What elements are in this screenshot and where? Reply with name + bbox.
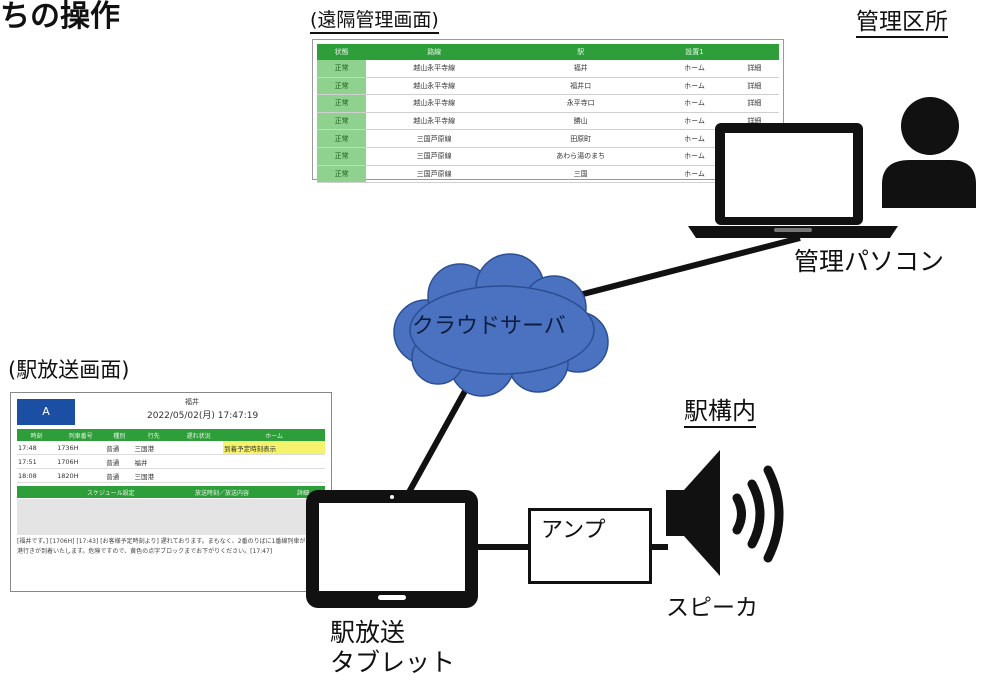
page-title-fragment: ちの操作 <box>0 0 120 34</box>
schedule-time: 17:48 <box>17 441 57 455</box>
table-row: 正常 越山永平寺線 勝山 ホーム 詳細 <box>317 112 779 131</box>
line-cell: 越山永平寺線 <box>366 60 503 78</box>
table-row: 正常 越山永平寺線 福井 ホーム 詳細 <box>317 60 779 78</box>
location-cell: ホーム <box>659 129 730 148</box>
broadcast-screen-label: (駅放送画面) <box>8 358 130 382</box>
tablet-icon <box>306 490 478 608</box>
management-pc-label: 管理パソコン <box>794 247 945 276</box>
subheader-content: 放送時刻／放送内容 <box>195 490 250 497</box>
schedule-highlight[interactable]: 到着予定時刻表示 <box>223 441 325 455</box>
schedule-type: 普通 <box>105 468 134 483</box>
station-cell: 三国 <box>502 165 660 184</box>
status-cell: 正常 <box>317 112 367 131</box>
schedule-type: 普通 <box>105 441 134 455</box>
remote-header: 設置1 <box>659 44 730 60</box>
station-cell: あわら湯のまち <box>502 147 660 166</box>
schedule-time: 18:08 <box>17 468 57 483</box>
schedule-train: 1736H <box>56 441 106 455</box>
remote-header: 状態 <box>317 44 367 60</box>
tablet-label-line2: タブレット <box>330 648 456 677</box>
line-cloud-to-pc <box>559 235 801 303</box>
station-broadcast-screen: A 福井 2022/05/02(月) 17:47:19 時刻 列車番号 種別 行… <box>10 392 332 592</box>
schedule-delay <box>174 454 224 469</box>
remote-header: 駅 <box>502 44 660 60</box>
remote-management-screen: 状態 路線 駅 設置1 正常 越山永平寺線 福井 ホーム 詳細 正常 越山永平寺… <box>312 39 784 184</box>
subheader-schedule: スケジュール設定 <box>87 490 135 497</box>
line-cell: 三国芦原線 <box>366 165 503 184</box>
status-cell: 正常 <box>317 94 367 113</box>
schedule-row[interactable]: 18:08 1820H 普通 三国港 <box>17 468 325 483</box>
person-icon <box>882 97 976 208</box>
schedule-type: 普通 <box>105 454 134 469</box>
cloud-server-label: クラウドサーバ <box>412 314 566 339</box>
schedule-header: ホーム <box>223 429 325 441</box>
remote-header <box>729 44 779 60</box>
status-cell: 正常 <box>317 60 367 78</box>
broadcast-box: A <box>17 399 75 425</box>
broadcast-subheader-bar: スケジュール設定 放送時刻／放送内容 詳細 <box>17 486 325 498</box>
status-cell: 正常 <box>317 129 367 148</box>
amplifier-box: アンプ <box>528 508 652 584</box>
location-cell: ホーム <box>659 112 730 131</box>
schedule-header: 遅れ状況 <box>174 429 224 441</box>
detail-link[interactable]: 詳細 <box>729 94 779 113</box>
broadcast-station-name: 福井 <box>185 398 199 406</box>
table-row: 正常 越山永平寺線 永平寺口 ホーム 詳細 <box>317 94 779 113</box>
subheader-detail: 詳細 <box>297 490 310 497</box>
station-premises-label: 駅構内 <box>684 396 756 428</box>
schedule-dest: 福井 <box>133 454 175 469</box>
schedule-delay <box>174 441 224 455</box>
location-cell: ホーム <box>659 77 730 96</box>
location-cell: ホーム <box>659 147 730 166</box>
broadcast-datetime: 2022/05/02(月) 17:47:19 <box>147 411 259 421</box>
remote-management-table: 状態 路線 駅 設置1 正常 越山永平寺線 福井 ホーム 詳細 正常 越山永平寺… <box>317 44 779 184</box>
line-cell: 越山永平寺線 <box>366 77 503 96</box>
tablet-label-line1: 駅放送 <box>330 618 406 647</box>
line-cell: 三国芦原線 <box>366 147 503 166</box>
line-cell: 三国芦原線 <box>366 129 503 148</box>
cloud-icon <box>393 253 609 397</box>
speaker-icon <box>666 450 784 576</box>
location-cell: ホーム <box>659 60 730 78</box>
schedule-train: 1820H <box>56 468 106 483</box>
schedule-header: 種別 <box>105 429 134 441</box>
schedule-header: 列車番号 <box>56 429 106 441</box>
speaker-label: スピーカ <box>666 595 758 621</box>
line-cell: 越山永平寺線 <box>366 94 503 113</box>
schedule-header: 時刻 <box>17 429 57 441</box>
status-cell: 正常 <box>317 77 367 96</box>
schedule-delay <box>174 468 224 483</box>
broadcast-message-text: [福井です。] [1706H] [17:43] [お客様予定時刻より] 遅れてお… <box>17 538 324 555</box>
location-cell: ホーム <box>659 165 730 184</box>
table-row: 正常 越山永平寺線 福井口 ホーム 詳細 <box>317 77 779 96</box>
station-cell: 田原町 <box>502 129 660 148</box>
laptop-icon <box>688 123 898 238</box>
schedule-dest: 三国港 <box>133 468 175 483</box>
schedule-platform <box>223 454 325 469</box>
schedule-platform <box>223 468 325 483</box>
station-cell: 福井 <box>502 60 660 78</box>
detail-link[interactable]: 詳細 <box>729 60 779 78</box>
status-cell: 正常 <box>317 147 367 166</box>
remote-header: 路線 <box>366 44 503 60</box>
broadcast-queue-area <box>17 499 325 535</box>
schedule-row[interactable]: 17:51 1706H 普通 福井 <box>17 454 325 469</box>
schedule-header: 行先 <box>133 429 175 441</box>
amplifier-label: アンプ <box>541 518 606 543</box>
station-cell: 勝山 <box>502 112 660 131</box>
schedule-row[interactable]: 17:48 1736H 普通 三国港 到着予定時刻表示 <box>17 441 325 455</box>
schedule-train: 1706H <box>56 454 106 469</box>
schedule-time: 17:51 <box>17 454 57 469</box>
status-cell: 正常 <box>317 165 367 184</box>
remote-screen-label: (遠隔管理画面) <box>310 8 439 34</box>
station-cell: 福井口 <box>502 77 660 96</box>
detail-link[interactable]: 詳細 <box>729 77 779 96</box>
line-cell: 越山永平寺線 <box>366 112 503 131</box>
management-office-label: 管理区所 <box>856 8 948 38</box>
schedule-dest: 三国港 <box>133 441 175 455</box>
location-cell: ホーム <box>659 94 730 113</box>
station-cell: 永平寺口 <box>502 94 660 113</box>
